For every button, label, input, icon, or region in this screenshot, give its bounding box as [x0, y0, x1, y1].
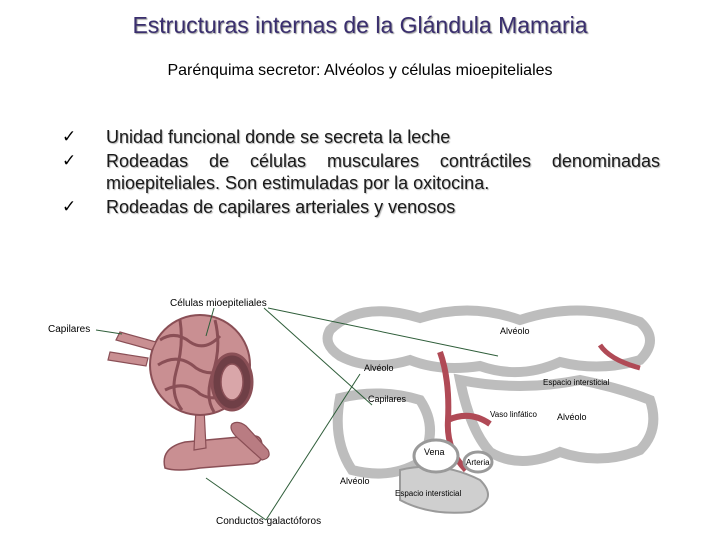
figure-label: Vena	[424, 447, 445, 457]
label-celulas-mioepiteliales: Células mioepiteliales	[170, 298, 267, 309]
label-conductos-galactoforos: Conductos galactóforos	[216, 516, 321, 527]
figure-label: Espacio intersticial	[543, 378, 609, 387]
arrow-line	[96, 330, 122, 334]
capillary-tube	[116, 332, 156, 350]
figure-label: Alvéolo	[364, 363, 394, 373]
figure-label: Alvéolo	[557, 412, 587, 422]
figure-label: Arteria	[466, 458, 490, 467]
figure-label: Capilares	[368, 394, 407, 404]
figure-label: Espacio intersticial	[395, 489, 461, 498]
capillary-tube	[108, 352, 148, 366]
label-capilares: Capilares	[48, 324, 90, 335]
figure-label: Alvéolo	[340, 476, 370, 486]
alveolus-illustration	[108, 315, 269, 470]
figure-label: Vaso linfático	[490, 410, 538, 419]
arrow-line	[206, 478, 266, 520]
tissue-illustration: Alvéolo Alvéolo Espacio intersticial Cap…	[318, 292, 670, 522]
figure-label: Alvéolo	[500, 326, 530, 336]
